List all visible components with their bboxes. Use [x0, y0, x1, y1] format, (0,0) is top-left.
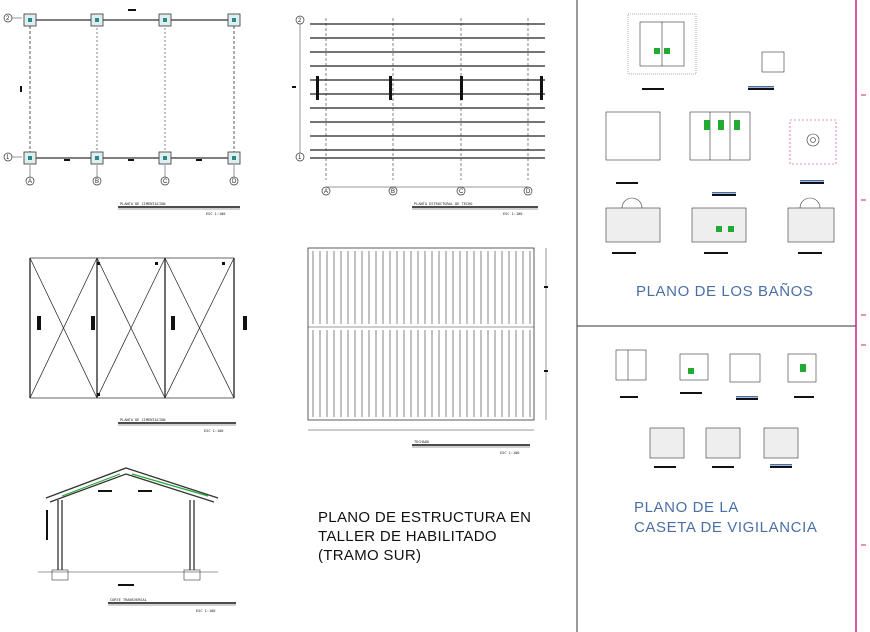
- label-corte: CORTE TRANSVERSAL: [110, 598, 147, 602]
- roof-grid-2: 2: [298, 18, 302, 24]
- scale-techo: ESC 1:100: [503, 212, 522, 216]
- footings: [23, 13, 241, 165]
- grid-bubbles: [3, 13, 239, 186]
- bracing-plan: PLANTA DE CIMENTACION ESC 1:100: [29, 257, 247, 433]
- scale-techado: ESC 1:100: [500, 451, 519, 455]
- banos-title: PLANO DE LOS BAÑOS: [636, 283, 814, 300]
- scale-corte: ESC 1:100: [196, 609, 215, 613]
- title-block-strip: [861, 94, 866, 546]
- roof-grid-a: A: [324, 189, 328, 195]
- grid-1: 1: [6, 155, 10, 161]
- grid-a: A: [28, 179, 32, 185]
- roof-structural-plan: 2 1 A B C D PLANTA ESTRUCTURAL DE TECHO …: [292, 15, 545, 216]
- label-techo-estructural: PLANTA ESTRUCTURAL DE TECHO: [414, 202, 472, 206]
- scale-arriostre: ESC 1:100: [204, 429, 223, 433]
- roof-grid-b: B: [391, 189, 395, 195]
- caseta-accents: [620, 364, 814, 468]
- main-title-line-3: (TRAMO SUR): [318, 547, 422, 564]
- grid-c: C: [163, 179, 168, 185]
- scale-cimentacion: ESC 1:100: [206, 212, 225, 216]
- main-title-line-2: TALLER DE HABILITADO: [318, 528, 497, 545]
- label-cimentacion: PLANTA DE CIMENTACION: [120, 202, 165, 206]
- roof-grid-c: C: [459, 189, 464, 195]
- caseta-title: PLANO DE LA CASETA DE VIGILANCIA: [634, 498, 817, 538]
- panel-dividers: [576, 0, 857, 632]
- label-techado: TECHADO: [414, 440, 429, 444]
- banos-accents: [612, 48, 824, 254]
- caseta-title-line-1: PLANO DE LA: [634, 499, 739, 516]
- caseta-drawings: [615, 349, 817, 459]
- grid-d: D: [232, 179, 237, 185]
- roofing-plan: TECHADO ESC 1:100: [307, 247, 548, 455]
- foundation-plan: 2 1 A B C D PLANTA DE CIMENTACION ESC 1:…: [3, 9, 241, 216]
- main-title-line-1: PLANO DE ESTRUCTURA EN: [318, 509, 532, 526]
- label-arriostre: PLANTA DE CIMENTACION: [120, 418, 165, 422]
- main-title: PLANO DE ESTRUCTURA EN TALLER DE HABILIT…: [318, 508, 531, 565]
- grid-2: 2: [6, 16, 10, 22]
- cross-section: CORTE TRANSVERSAL ESC 1:100: [38, 467, 236, 613]
- caseta-title-line-2: CASETA DE VIGILANCIA: [634, 519, 818, 536]
- banos-drawings: [605, 13, 837, 243]
- roof-grid-1: 1: [298, 155, 302, 161]
- roof-grid-d: D: [526, 189, 531, 195]
- grid-b: B: [95, 179, 99, 185]
